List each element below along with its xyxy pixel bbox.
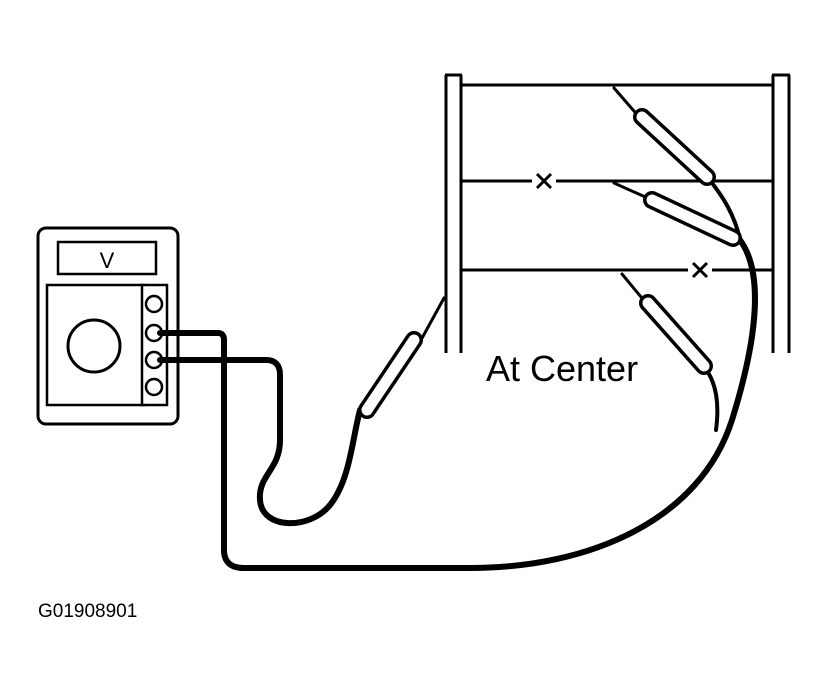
wire-break-mark-1 — [535, 172, 553, 190]
probe-left — [358, 296, 446, 419]
location-label: At Center — [486, 348, 638, 389]
test-lead-long — [157, 237, 758, 571]
probe-center — [620, 272, 713, 375]
voltmeter-terminal-4 — [144, 377, 164, 397]
probe-left-tip — [419, 296, 446, 342]
voltmeter-display — [56, 240, 158, 276]
voltmeter-display-text: V — [100, 248, 115, 273]
test-lead-short — [157, 357, 363, 527]
wire-break-mark-2 — [691, 261, 709, 279]
test-lead-center-branch — [702, 365, 720, 432]
voltmeter: V — [36, 226, 180, 426]
voltmeter-terminal-1 — [144, 294, 164, 314]
probe-upper — [612, 86, 716, 186]
rear-window-glass — [444, 73, 791, 353]
voltmeter-selector-dial — [66, 318, 122, 374]
figure-code: G01908901 — [38, 601, 137, 622]
test-leads — [157, 176, 758, 571]
probe-middle — [612, 181, 742, 247]
